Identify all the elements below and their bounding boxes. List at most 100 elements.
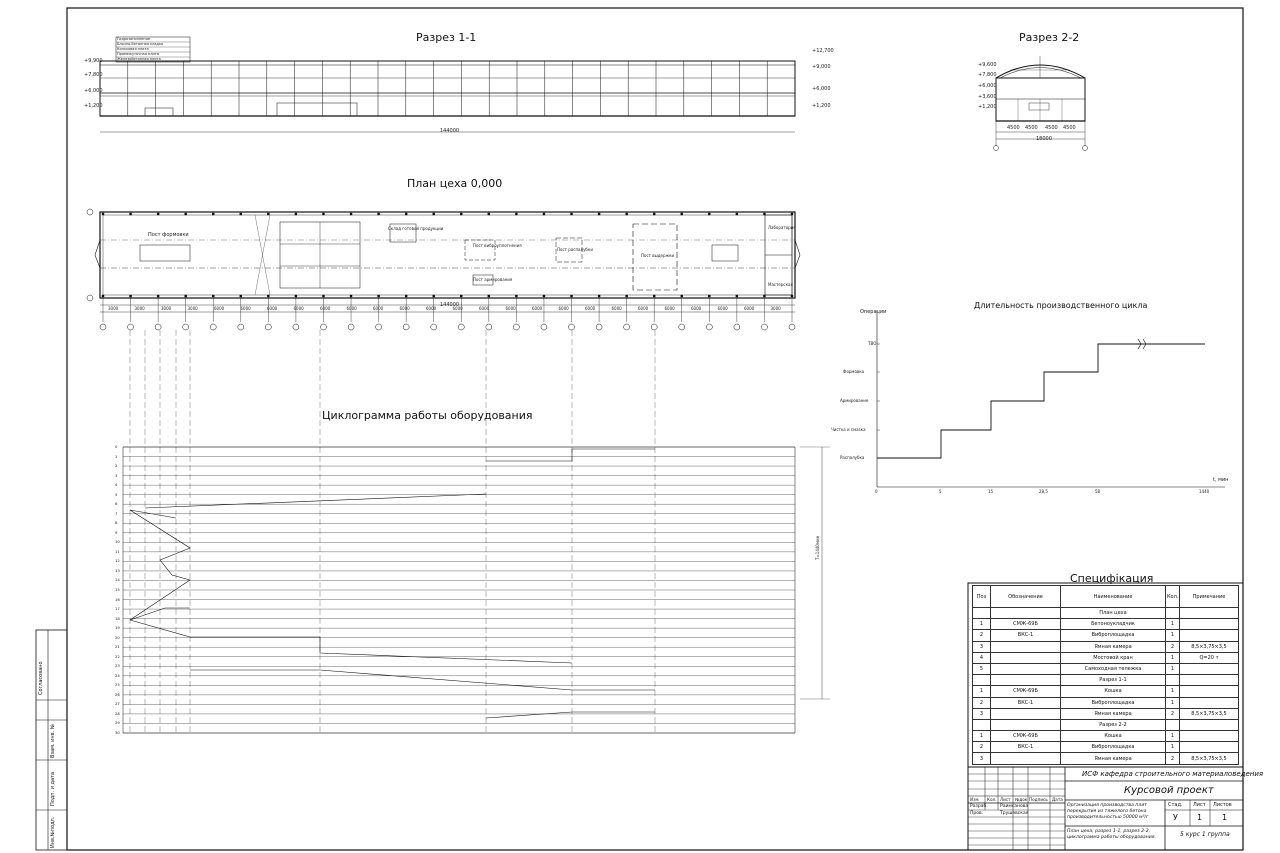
sec22-elev-5: +1,200 [978, 104, 997, 110]
plan-axis-bubble [513, 323, 520, 331]
plan-axis-bubble [706, 323, 713, 331]
cyclogram-row-label: 16 [115, 596, 120, 602]
spec-cell: Бетоноукладчик [1060, 618, 1166, 631]
legend-row-3: Коньковая плита [117, 47, 149, 51]
spec-cell [990, 662, 1061, 676]
plan-column [790, 294, 794, 298]
legend-row-2: Блочно-бетонная кладка [117, 42, 164, 46]
spec-cell: 1 [1165, 685, 1180, 698]
plan-column [487, 294, 491, 298]
spec-group-empty [990, 718, 1061, 732]
cyclogram-row-label: 3 [115, 472, 118, 478]
plan-column [404, 294, 408, 298]
spec-cell: СМЖ-69Б [990, 730, 1061, 743]
spec-cell: Самоходная тележка [1060, 662, 1166, 676]
plan-axis-bubble [127, 323, 134, 331]
plan-dim-label: 3000 [770, 306, 781, 311]
plan-dim-label: 6000 [532, 306, 543, 311]
cycle-xtick-2: 5 [939, 489, 942, 494]
plan-room-3: Пост распалубки [557, 247, 593, 252]
cyclogram-row-label: 27 [115, 701, 120, 707]
spec-title: Специфікация [1070, 572, 1154, 585]
plan-dim-label: 6000 [585, 306, 596, 311]
side-stamp-2: Взам. инв. № [50, 724, 56, 758]
plan-dim-label: 6000 [346, 306, 357, 311]
plan-column [432, 212, 435, 216]
plan-axis-bubble [99, 323, 107, 331]
sec22-elev-4: +3,600 [978, 94, 997, 100]
spec-cell: 1 [1165, 651, 1180, 664]
cycle-op-2: Чистка и смазка [831, 427, 866, 432]
plan-axis-bubble [347, 323, 355, 331]
cyclogram-row-label: 24 [115, 672, 120, 678]
spec-group-name: Разрез 1-1 [1060, 674, 1166, 687]
cyclogram-row-label: 25 [115, 682, 120, 688]
spec-cell: ВКС-1 [990, 741, 1061, 754]
spec-cell: Ямная камера [1060, 752, 1166, 765]
spec-group-row: Разрез 2-2 [972, 718, 1239, 732]
spec-cell [990, 640, 1061, 653]
spec-cell [990, 752, 1061, 765]
spec-cell: Q=20 т [1179, 651, 1239, 664]
plan-axis-bubble [733, 323, 741, 331]
plan-column [267, 294, 270, 298]
plan-room-2: Склад готовой продукции [388, 226, 444, 231]
stamp-project: Курсовой проект [1124, 785, 1214, 796]
spec-group-empty [990, 606, 1061, 620]
plan-column [156, 294, 160, 298]
plan-column [322, 212, 325, 216]
spec-table: Поз Обозначение Наименование Кол. Примеч… [972, 585, 1239, 765]
plan-column [460, 294, 463, 298]
spec-cell: 1 [972, 618, 991, 631]
plan-column [570, 294, 573, 298]
sec22-span-3: 4500 [1045, 125, 1058, 131]
spec-header-row: Поз Обозначение Наименование Кол. Примеч… [972, 585, 1239, 608]
sec11-elev-right-1: +12,700 [812, 48, 834, 54]
plan-axis-bubble [154, 323, 162, 331]
sec11-elev-right-3: +6,000 [812, 86, 831, 92]
plan-column [432, 294, 435, 298]
spec-cell [1179, 618, 1239, 631]
stamp-dev-name: Раимсанова [1000, 804, 1029, 809]
plan-axis-bubble [209, 323, 217, 331]
plan-room-5: Лаборатория [768, 225, 796, 230]
plan-dim-label: 6000 [479, 306, 490, 311]
cycle-xtick-5: 58 [1095, 489, 1101, 494]
stamp-h-kol: Кол. [987, 797, 997, 802]
cyclogram-row-label: 9 [115, 529, 118, 535]
side-stamp-4: Инв.№подл. [50, 816, 56, 848]
sec22-elev-2: +7,800 [978, 72, 997, 78]
side-stamp-frame [35, 629, 68, 851]
spec-cell [1179, 741, 1239, 754]
cyclogram-row-label: 29 [115, 720, 120, 726]
spec-h-note: Примечание [1179, 585, 1239, 608]
stamp-stage-label: Стад. [1168, 802, 1183, 808]
plan-column [377, 294, 380, 298]
side-stamp-1: Согласовано [38, 661, 44, 695]
spec-cell: 3 [972, 707, 991, 720]
legend-row-4: Промежуточная плита [117, 52, 159, 56]
plan-column [625, 294, 628, 298]
stamp-stage: У [1173, 813, 1178, 822]
cyclogram-row-label: 22 [115, 653, 120, 659]
spec-cell: 1 [1165, 696, 1180, 709]
sec11-elev-right-4: +1,200 [812, 103, 831, 109]
plan-column [294, 212, 298, 216]
stamp-sheets-description: План цеха, разрез 1-1, разрез 2-2, цикло… [1067, 829, 1156, 840]
section-2-2-overall-dim: 18000 [1036, 136, 1052, 142]
plan-dim-label: 3000 [187, 306, 198, 311]
plan-column [184, 212, 187, 216]
spec-cell: 2 [972, 741, 991, 754]
section-1-1-overall-dim: 144000 [440, 128, 460, 134]
plan-title: План цеха 0,000 [407, 177, 503, 190]
spec-cell: 2 [972, 696, 991, 709]
stamp-h-izm: Изм [970, 797, 979, 802]
plan-column [267, 212, 270, 216]
spec-cell: СМЖ-69Б [990, 618, 1061, 631]
plan-dim-label: 6000 [240, 306, 251, 311]
